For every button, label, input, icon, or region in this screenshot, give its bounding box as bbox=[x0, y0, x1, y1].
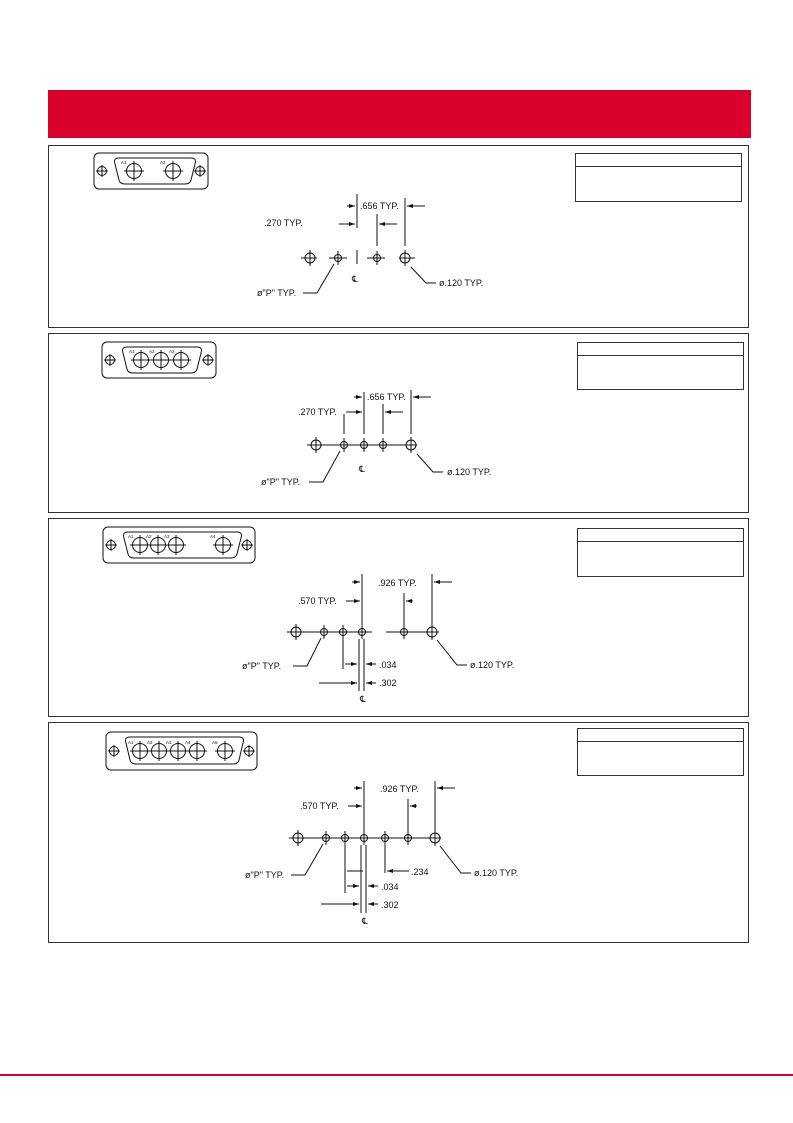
connector-outline-3 bbox=[102, 526, 256, 564]
pin-label: A3 bbox=[169, 349, 175, 354]
drawing-panel-1: A1 A2 .656 TYP. .270 TYP. ℄ ø"P" TYP. ø.… bbox=[93, 152, 483, 298]
dim-234: .234 bbox=[411, 867, 429, 877]
spec-table-4 bbox=[577, 728, 744, 776]
pin-label: A3 bbox=[164, 534, 170, 539]
pin-label: A1 bbox=[128, 534, 134, 539]
header-banner bbox=[48, 90, 751, 138]
dim-120: ø.120 TYP. bbox=[470, 660, 514, 670]
footer-rule bbox=[0, 1074, 793, 1076]
dim-656: .656 TYP. bbox=[360, 201, 399, 211]
drawing-panel-4: A1 A2 A3 A4 A5 bbox=[105, 731, 518, 926]
dim-270: .270 TYP. bbox=[298, 407, 337, 417]
dim-302: .302 bbox=[379, 678, 397, 688]
layout-panel-3: A1 A2 A3 A4 .926 TYP. bbox=[48, 518, 749, 717]
dim-pin-p: ø"P" TYP. bbox=[261, 477, 300, 487]
dim-120: ø.120 TYP. bbox=[439, 278, 483, 288]
spec-table-2 bbox=[577, 342, 744, 390]
connector-outline-2 bbox=[101, 341, 217, 379]
hole-pattern bbox=[307, 390, 443, 483]
dim-034: .034 bbox=[381, 882, 399, 892]
pin-label: A4 bbox=[185, 740, 191, 745]
centerline-mark: ℄ bbox=[361, 916, 368, 926]
spec-table-3 bbox=[577, 528, 744, 577]
layout-panel-4: A1 A2 A3 A4 A5 bbox=[48, 722, 749, 943]
dim-pin-p: ø"P" TYP. bbox=[257, 288, 296, 298]
pin-label: A3 bbox=[166, 740, 172, 745]
dim-302: .302 bbox=[381, 900, 399, 910]
pin-label: A5 bbox=[212, 740, 218, 745]
drawing-panel-2: A1 A2 A3 .656 TYP. .270 TYP. ℄ ø"P" TYP.… bbox=[101, 341, 491, 487]
pin-label: A1 bbox=[128, 740, 134, 745]
dim-926: .926 TYP. bbox=[380, 784, 419, 794]
dim-034: .034 bbox=[379, 660, 397, 670]
spec-table-1 bbox=[575, 153, 742, 202]
connector-outline-1 bbox=[93, 152, 209, 190]
pin-label: A1 bbox=[121, 160, 127, 165]
layout-panel-1: A1 A2 .656 TYP. .270 TYP. ℄ ø"P" TYP. ø.… bbox=[48, 145, 749, 328]
pin-label: A4 bbox=[210, 534, 216, 539]
dim-120: ø.120 TYP. bbox=[447, 467, 491, 477]
dim-656: .656 TYP. bbox=[367, 392, 406, 402]
dim-570: .570 TYP. bbox=[298, 596, 337, 606]
dim-pin-p: ø"P" TYP. bbox=[242, 661, 281, 671]
dim-926: .926 TYP. bbox=[378, 578, 417, 588]
dim-570: .570 TYP. bbox=[300, 801, 339, 811]
drawing-panel-3: A1 A2 A3 A4 .926 TYP. bbox=[102, 526, 514, 704]
layout-panel-2: A1 A2 A3 .656 TYP. .270 TYP. ℄ ø"P" TYP.… bbox=[48, 333, 749, 513]
pin-label: A2 bbox=[147, 740, 153, 745]
hole-pattern bbox=[287, 574, 467, 691]
pin-label: A1 bbox=[129, 349, 135, 354]
pin-label: A2 bbox=[160, 160, 166, 165]
connector-outline-4 bbox=[105, 731, 258, 771]
centerline-mark: ℄ bbox=[358, 464, 365, 474]
pin-label: A2 bbox=[149, 349, 155, 354]
dim-270: .270 TYP. bbox=[264, 218, 303, 228]
dim-pin-p: ø"P" TYP. bbox=[245, 870, 284, 880]
pin-label: A2 bbox=[146, 534, 152, 539]
centerline-mark: ℄ bbox=[351, 274, 358, 284]
dim-120: ø.120 TYP. bbox=[474, 868, 518, 878]
centerline-mark: ℄ bbox=[359, 694, 366, 704]
hole-pattern bbox=[301, 194, 436, 294]
